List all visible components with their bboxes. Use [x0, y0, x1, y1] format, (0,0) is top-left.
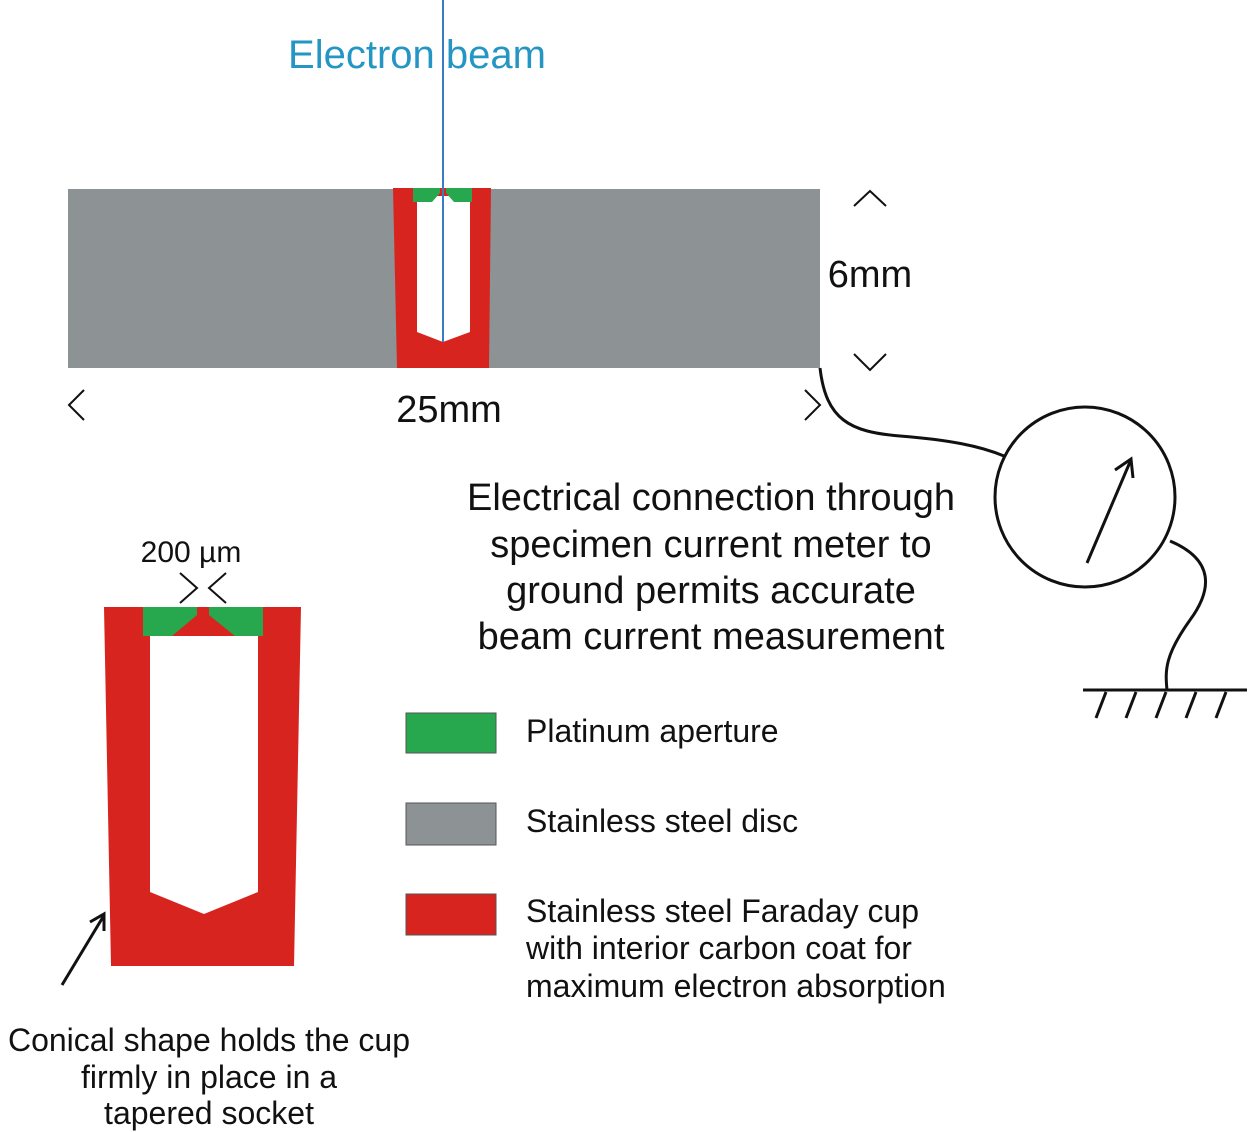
ground-symbol [1083, 688, 1247, 719]
text-line: Electrical connection through [467, 477, 955, 519]
aperture-size-label: 200 µm [141, 536, 242, 569]
text-line: ground permits accurate [506, 570, 916, 612]
legend-swatch-disc [405, 802, 497, 846]
legend-label-cup: maximum electron absorption [526, 968, 946, 1004]
conical-arrowhead [89, 911, 106, 931]
legend-label-disc: Stainless steel disc [526, 803, 798, 839]
thickness-label: 6mm [828, 254, 912, 296]
conical-note: Conical shape holds the cup firmly in pl… [8, 1022, 410, 1131]
text-line: tapered socket [104, 1095, 314, 1131]
current-meter [993, 405, 1177, 589]
text-line: beam current measurement [478, 616, 945, 658]
platinum-aperture-left [413, 188, 440, 202]
connection-description: Electrical connection through specimen c… [467, 477, 955, 658]
conical-arrow [60, 916, 105, 986]
legend-label-cup: Stainless steel Faraday cup [526, 893, 919, 929]
platinum-aperture-right [446, 188, 472, 202]
platinum-aperture-enlarged-right [209, 607, 263, 636]
electron-beam-label: Electron beam [288, 33, 546, 77]
text-line: firmly in place in a [81, 1059, 337, 1095]
meter-needle [1085, 461, 1132, 564]
platinum-aperture-enlarged-left [143, 607, 197, 636]
legend: Platinum aperture Stainless steel disc S… [405, 712, 946, 1004]
legend-label-platinum: Platinum aperture [526, 713, 779, 749]
legend-swatch-cup [405, 893, 497, 936]
text-line: specimen current meter to [490, 524, 931, 566]
ground-wire [1164, 539, 1207, 691]
text-line: Conical shape holds the cup [8, 1022, 410, 1058]
dimension-arrows [67, 189, 887, 604]
needle-arrowhead [1114, 456, 1135, 479]
diameter-label: 25mm [396, 389, 502, 431]
connection-wire [818, 367, 1005, 458]
legend-swatch-platinum [405, 712, 497, 754]
cup-interior-enlarged [150, 636, 258, 914]
legend-label-cup: with interior carbon coat for [525, 930, 912, 966]
